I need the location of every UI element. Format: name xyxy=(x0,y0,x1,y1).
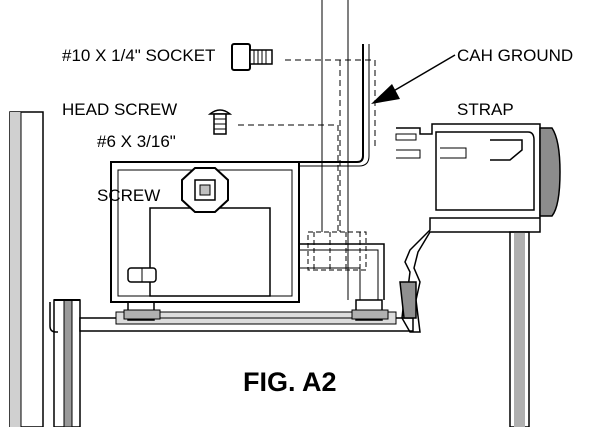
socket-head-screw-icon xyxy=(231,43,273,71)
extension-arm xyxy=(299,243,385,300)
fastener-dashed-box xyxy=(307,231,367,271)
figure-title: FIG. A2 xyxy=(243,367,337,397)
dashed-leaders xyxy=(238,59,376,232)
socket-screw-label-line1: #10 X 1/4" SOCKET xyxy=(62,46,216,65)
ground-strap-label-line2: STRAP xyxy=(457,100,514,119)
mounting-feet xyxy=(123,299,389,321)
left-channel xyxy=(49,299,81,427)
right-extrusion xyxy=(395,123,541,333)
ground-strap-label: CAH GROUND STRAP xyxy=(457,11,573,137)
arrow-icon xyxy=(371,54,456,104)
small-screw-label: #6 X 3/16" SCREW xyxy=(97,97,176,223)
guide-lines xyxy=(321,0,349,300)
socket-screw-label: #10 X 1/4" SOCKET HEAD SCREW xyxy=(62,11,215,137)
small-screw-label-line1: #6 X 3/16" xyxy=(97,132,176,151)
base-plate xyxy=(79,311,414,332)
small-screw-icon xyxy=(207,109,233,135)
left-wall-post xyxy=(9,111,44,427)
bracket-connector xyxy=(181,167,229,213)
ground-strap-label-line1: CAH GROUND xyxy=(457,46,574,65)
ground-strap xyxy=(298,44,370,167)
end-cap xyxy=(539,127,561,217)
small-screw-label-line2: SCREW xyxy=(97,186,161,205)
socket-screw-label-line2: HEAD SCREW xyxy=(62,100,178,119)
right-post xyxy=(509,231,530,427)
